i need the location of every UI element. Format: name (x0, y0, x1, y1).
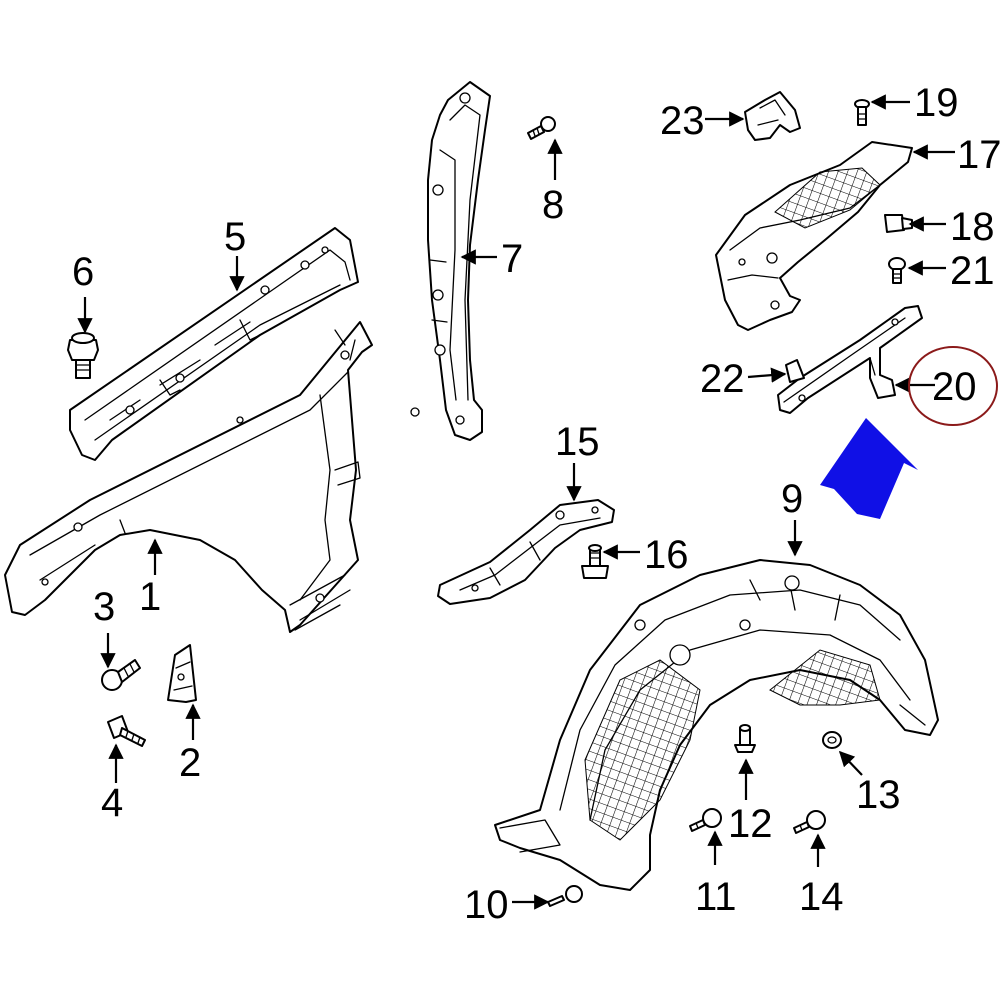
screw-part-3 (101, 659, 141, 691)
grommet-part-13 (822, 731, 842, 749)
callout-2: 2 (179, 741, 201, 785)
cover-part-17 (715, 141, 913, 331)
fender-part-1 (4, 321, 420, 633)
callout-14: 14 (799, 875, 844, 919)
highlight-circle (908, 346, 998, 426)
callout-13: 13 (856, 773, 901, 817)
bracket-part-20 (777, 305, 923, 414)
callout-21: 21 (950, 249, 995, 293)
callout-7: 7 (501, 237, 523, 281)
highlight-group (820, 346, 998, 519)
screw-part-4 (107, 715, 146, 747)
blue-pointer-arrow (820, 418, 918, 519)
screw-part-14 (793, 810, 826, 834)
callout-18: 18 (950, 205, 995, 249)
pin-part-19 (854, 99, 870, 126)
callout-20: 20 (932, 365, 977, 409)
stud-part-16 (581, 544, 609, 579)
callout-4: 4 (101, 781, 123, 825)
callout-9: 9 (781, 477, 803, 521)
callout-11: 11 (695, 875, 737, 919)
callout-22: 22 (700, 357, 745, 401)
callout-3: 3 (93, 585, 115, 629)
bracket-part-15 (437, 499, 615, 605)
callout-6: 6 (72, 250, 94, 294)
pin-part-12 (734, 724, 756, 753)
bracket-part-2 (167, 644, 197, 703)
callout-numbers: 1 2 3 4 5 6 7 8 9 10 11 12 13 14 15 16 1… (72, 81, 1000, 927)
callout-16: 16 (644, 533, 689, 577)
rail-part-5 (69, 227, 359, 461)
callout-15: 15 (555, 420, 600, 464)
screw-part-10 (547, 885, 583, 907)
bracket-part-23 (744, 91, 801, 141)
bolt-part-6 (67, 332, 99, 379)
callout-12: 12 (728, 802, 773, 846)
clip-part-18 (884, 214, 913, 233)
leader-lines (77, 94, 955, 910)
callout-5: 5 (224, 215, 246, 259)
bolt-part-21 (888, 257, 906, 284)
callout-23: 23 (660, 99, 705, 143)
callout-1: 1 (139, 575, 161, 619)
clip-part-22 (785, 359, 805, 383)
bolt-part-8 (527, 116, 556, 140)
screw-part-11 (689, 808, 722, 832)
callout-17: 17 (957, 133, 1000, 177)
callout-8: 8 (542, 183, 564, 227)
bracket-part-7 (427, 81, 491, 441)
liner-part-9 (494, 559, 939, 891)
callout-19: 19 (914, 81, 959, 125)
callout-10: 10 (464, 883, 509, 927)
